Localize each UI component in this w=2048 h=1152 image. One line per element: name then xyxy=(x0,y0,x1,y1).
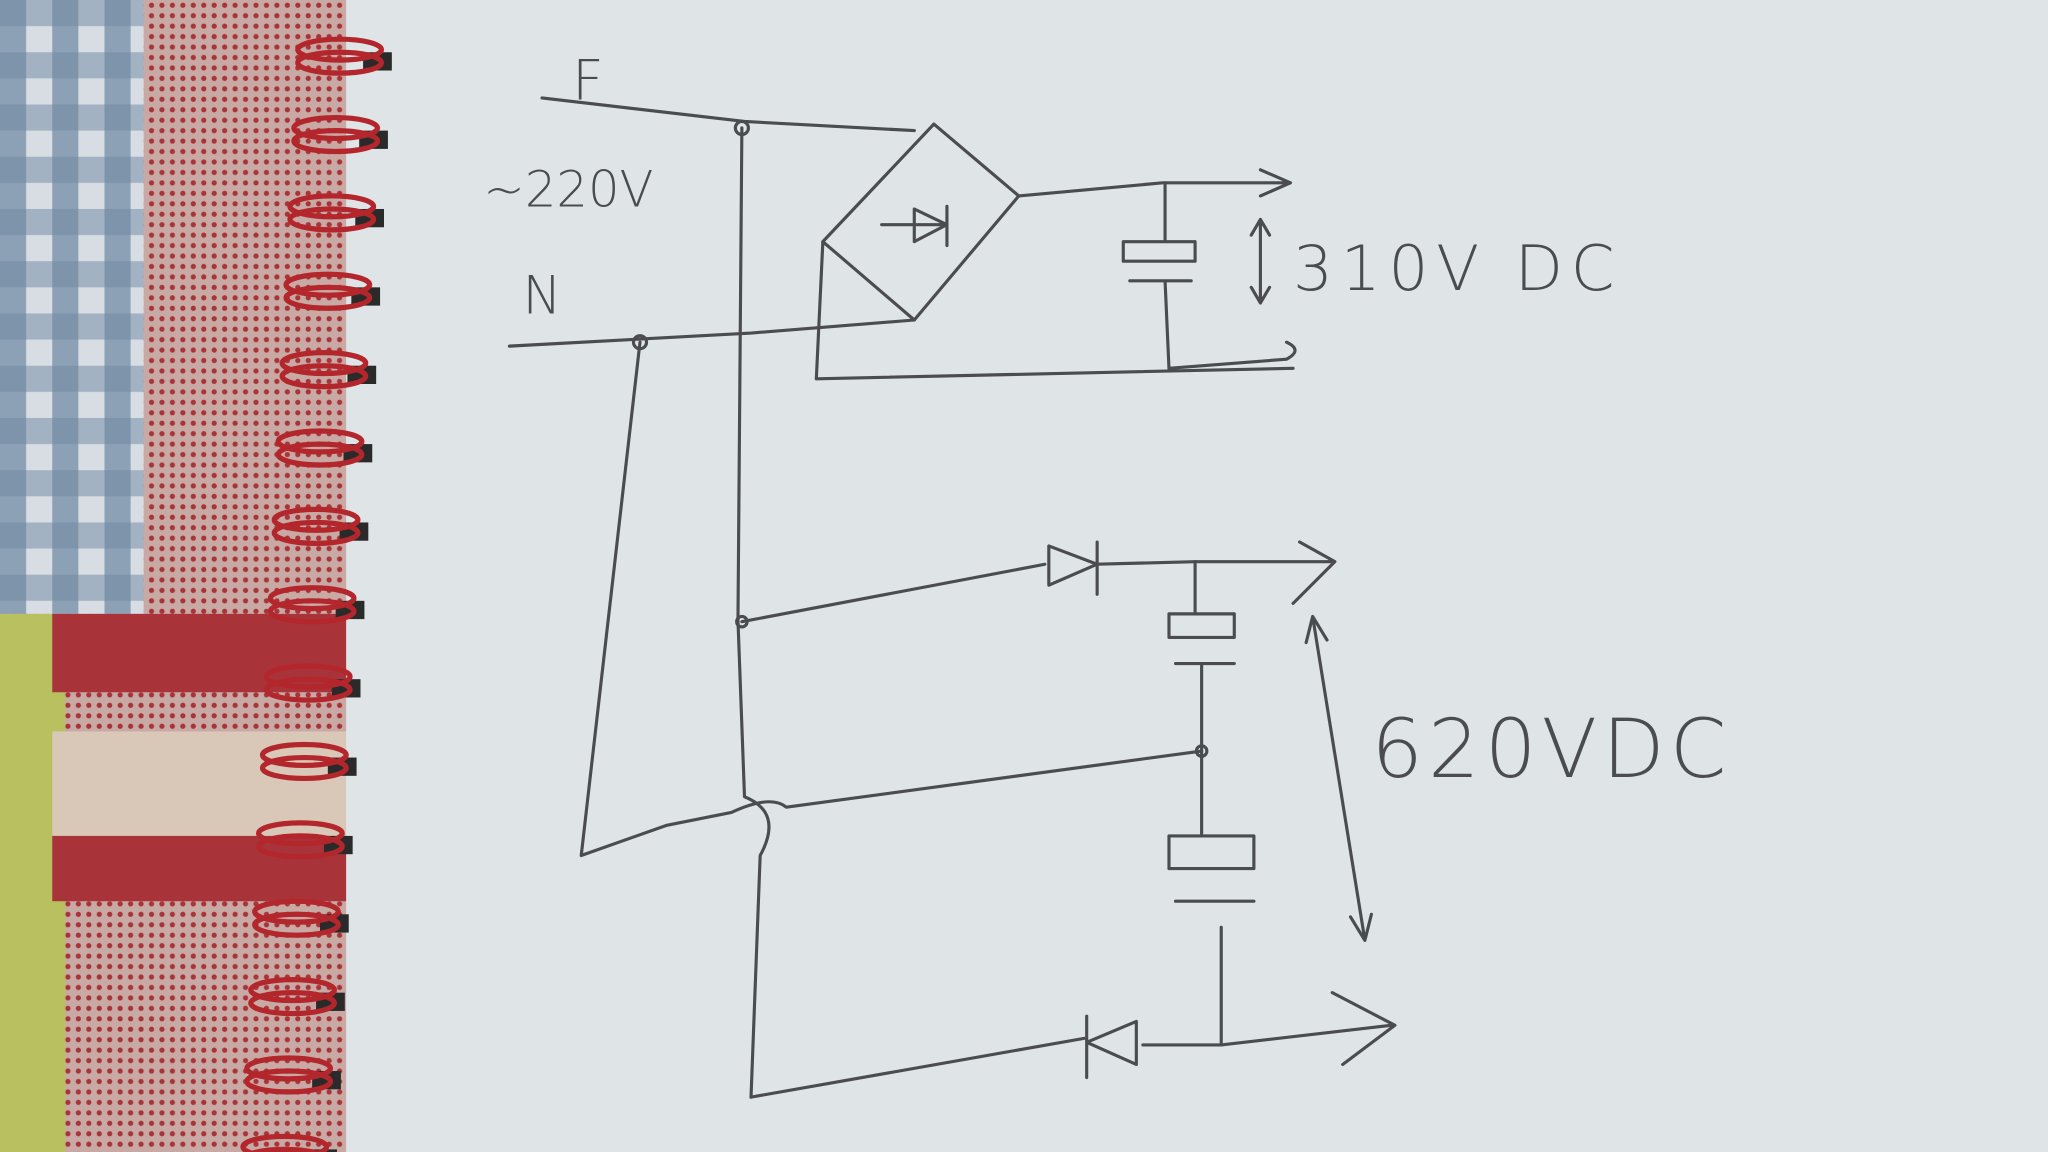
bridge-rectifier xyxy=(821,122,1021,322)
spiral-ring xyxy=(291,114,381,142)
phase-vertical xyxy=(736,126,771,1099)
spiral-ring xyxy=(259,741,349,768)
spiral-ring xyxy=(279,350,369,377)
spiral-ring xyxy=(255,820,345,847)
schematic xyxy=(507,96,1397,1099)
bridge-diode-symbol xyxy=(880,204,949,248)
spiral-ring xyxy=(287,206,377,233)
upper-diode xyxy=(1047,540,1099,596)
neutral-wire xyxy=(507,318,916,348)
label-phase: F xyxy=(572,48,604,112)
spiral-ring xyxy=(248,1146,322,1152)
spiral-ring xyxy=(271,519,361,546)
spiral-ring xyxy=(279,363,369,390)
notebook-page xyxy=(346,0,2048,1152)
spiral-ring xyxy=(275,428,365,455)
lower-diode xyxy=(1085,1014,1138,1080)
tablecloth-background xyxy=(0,0,366,1152)
spiral-ring xyxy=(248,976,337,1004)
spiral-ring xyxy=(244,1055,334,1082)
spiral-ring xyxy=(263,676,353,703)
spiral-ring xyxy=(252,911,341,938)
spiral-ring xyxy=(252,898,341,925)
label-dc-high: 620VDC xyxy=(1371,703,1731,797)
filter-capacitor xyxy=(1121,181,1197,370)
spiral-ring xyxy=(267,598,357,625)
label-dc-low: 310V DC xyxy=(1293,232,1622,305)
voltage-arrow-620 xyxy=(1304,614,1373,942)
lower-capacitor xyxy=(1167,834,1256,1047)
dc-negative-return xyxy=(814,240,1297,381)
spiral-binding xyxy=(240,36,392,1152)
spiral-ring xyxy=(240,1133,330,1152)
spiral-ring xyxy=(244,1068,334,1095)
lower-diode-wire xyxy=(749,991,1397,1099)
spiral-ring xyxy=(263,663,353,690)
spiral-ring xyxy=(259,754,349,782)
label-ac-voltage: ~220V xyxy=(483,160,653,218)
spiral-ring xyxy=(255,833,345,860)
spiral-ring xyxy=(287,193,377,220)
neutral-vertical xyxy=(579,340,1204,858)
spiral-ring xyxy=(271,506,361,533)
voltage-arrow-310 xyxy=(1249,217,1272,305)
spiral-ring xyxy=(295,36,384,63)
spiral-ring xyxy=(291,127,381,155)
spiral-ring xyxy=(267,585,357,612)
spiral-ring xyxy=(248,990,337,1017)
label-neutral: N xyxy=(522,266,561,326)
upper-capacitor xyxy=(1167,560,1236,838)
spiral-ring xyxy=(295,49,384,76)
spiral-ring xyxy=(283,284,373,311)
spiral-ring xyxy=(275,441,365,468)
dc-positive-output xyxy=(1017,168,1293,198)
spiral-ring xyxy=(283,271,373,298)
